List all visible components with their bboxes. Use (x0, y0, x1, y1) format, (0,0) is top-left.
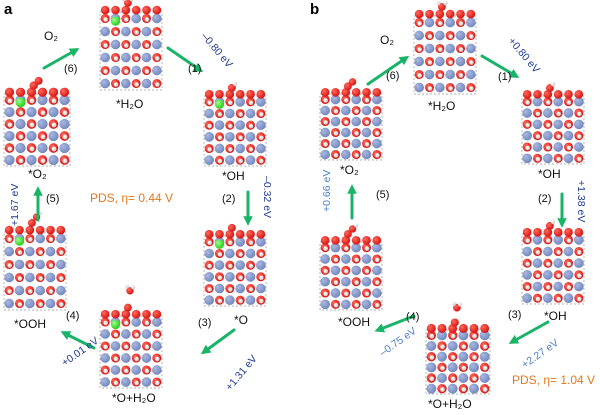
panel-a-slab-o (203, 223, 267, 307)
panel-a-state-h2o: *H₂O (116, 97, 144, 111)
panel-a-state-o: *O (234, 313, 249, 327)
panel-a-step-2: (2) (222, 193, 236, 205)
panel-b-arrow-3 (508, 320, 550, 344)
panel-a-state-o-h2o: *O+H₂O (112, 391, 156, 405)
panel-b-step-2: (2) (538, 193, 552, 205)
panel-b-step-3: (3) (508, 309, 522, 321)
panel-a-arrow-6 (42, 48, 80, 70)
panel-a-step-4: (4) (66, 310, 80, 322)
panel-b-energy-2: +1.38 eV (575, 180, 587, 223)
panel-a-step-3: (3) (198, 317, 212, 329)
panel-a-state-oh: *OH (222, 169, 245, 183)
panel-b-slab-ooh (319, 223, 383, 311)
panel-b-state-o2: *O₂ (340, 163, 359, 177)
panel-b-slab-o2 (319, 78, 383, 161)
panel-b-state-ooh: *OOH (338, 315, 371, 329)
panel-b-step-1: (1) (498, 71, 512, 83)
panel-a-step-6: (6) (64, 63, 78, 75)
panel-b-state-oh1: *OH (538, 167, 561, 181)
panel-a-slab-oh (203, 81, 267, 167)
panel-b-step-6: (6) (386, 70, 400, 82)
panel-b-o2-product: O₂ (380, 33, 394, 47)
panel-a-energy-5: +1.67 eV (9, 183, 21, 226)
panel-b-slab-oh2 (521, 219, 585, 305)
panel-a-energy-2: –0.32 eV (261, 176, 273, 219)
panel-a-arrow-1 (166, 46, 204, 73)
panel-a-slab-h2o (99, 0, 163, 91)
panel-a-step-5: (5) (46, 193, 60, 205)
panel-b-slab-h2o (413, 0, 477, 95)
panel-a-pds: PDS, η= 0.44 V (90, 191, 174, 205)
panel-b-state-o-h2o: *O+H₂O (428, 397, 472, 411)
panel-a-letter: a (4, 1, 13, 18)
panel-a-step-1: (1) (188, 63, 202, 75)
panel-b-slab-o-h2o (425, 301, 491, 395)
panel-b-pds: PDS, η= 1.04 V (512, 373, 596, 387)
panel-b-arrow-1 (480, 54, 520, 78)
panel-b-arrow-6 (366, 55, 410, 86)
panel-a-arrow-4 (60, 331, 96, 350)
panel-b-letter: b (310, 1, 320, 18)
panel-a-state-ooh: *OOH (14, 317, 47, 331)
panel-a-arrow-3 (200, 328, 236, 355)
panel-b-arrow-4 (374, 314, 416, 333)
panel-a-state-o2: *O₂ (28, 167, 47, 181)
panel-a-o2-product: O₂ (44, 29, 58, 43)
panel-a-slab-ooh (3, 211, 67, 311)
panel-b-state-oh2: *OH (544, 309, 567, 323)
panel-a-slab-o-h2o (99, 284, 163, 389)
panel-a-slab-o2 (3, 76, 71, 167)
panel-b-step-4: (4) (406, 311, 420, 323)
panel-b-slab-oh1 (521, 81, 585, 165)
panel-b-state-h2o: *H₂O (428, 99, 456, 113)
panel-b-step-5: (5) (376, 189, 390, 201)
panel-b-energy-5: +0.66 eV (321, 169, 333, 212)
